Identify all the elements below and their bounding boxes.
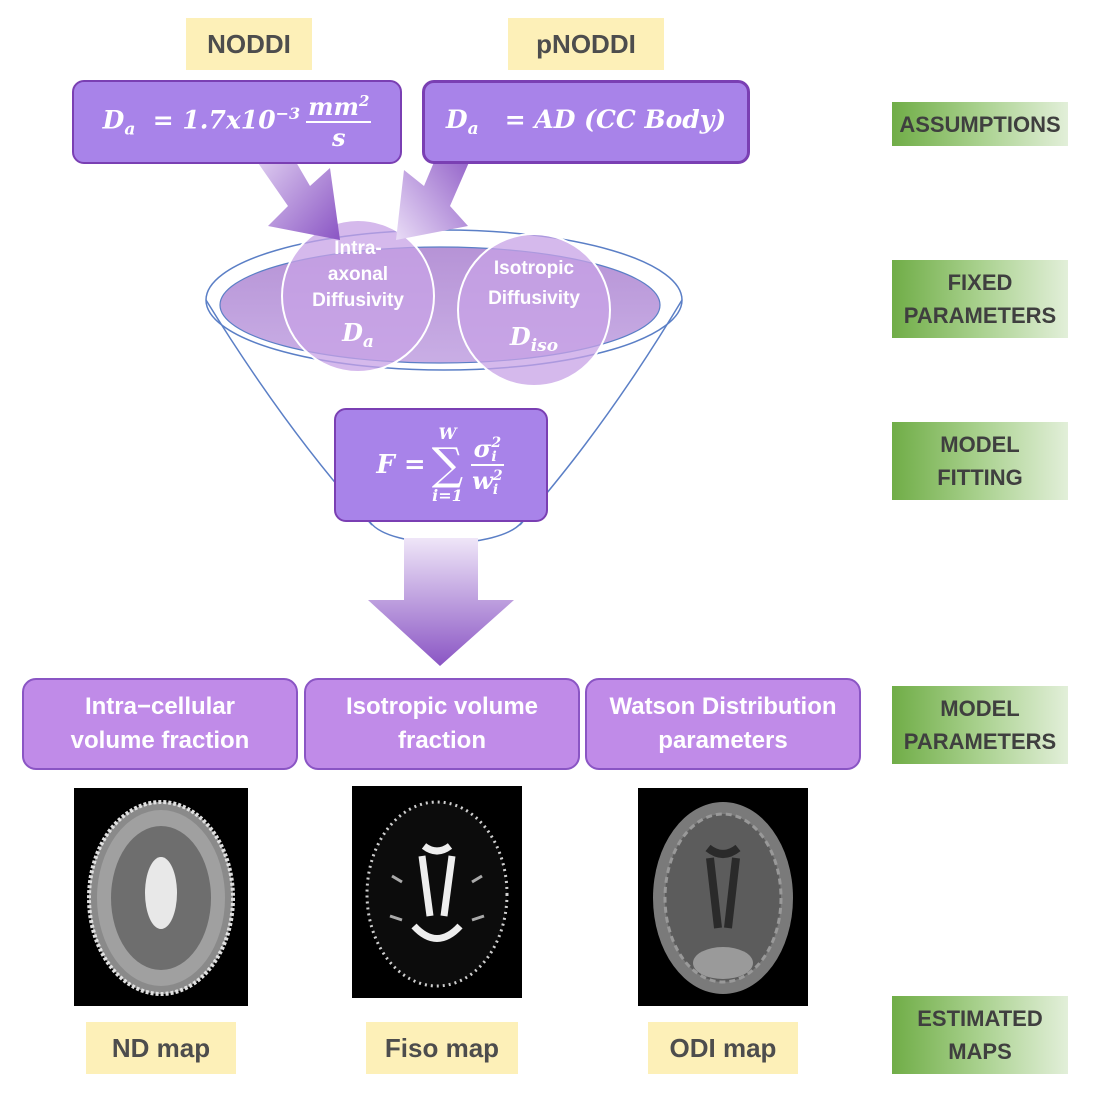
eq-da-symbol: D xyxy=(102,105,125,135)
nd-map-image xyxy=(74,788,248,1006)
param-box-watson: Watson Distribution parameters xyxy=(585,678,861,770)
fitting-den-sub: i xyxy=(492,481,499,498)
param-isotropic-line2: fraction xyxy=(397,727,486,754)
map-label-fiso-text: Fiso map xyxy=(384,1032,500,1063)
stage-maps-line1: ESTIMATED xyxy=(917,1006,1043,1031)
map-label-nd: ND map xyxy=(86,1022,236,1074)
fixed-iso-line1: Isotropic xyxy=(493,258,575,279)
eq-value: = 1.7x10 xyxy=(152,105,276,135)
stage-params-line1: MODEL xyxy=(940,696,1020,721)
fixed-iso-symbol: Diso xyxy=(464,322,604,361)
brain-icon xyxy=(87,800,235,996)
model-label-pnoddi: pNODDI xyxy=(508,18,664,70)
arrow-down xyxy=(368,538,514,666)
eq-units-mm: mm xyxy=(308,92,359,121)
fixed-intra-line2: axonal xyxy=(327,264,389,285)
fixed-intra-sym-d: D xyxy=(342,318,363,347)
stage-params-line2: PARAMETERS xyxy=(903,729,1057,754)
model-label-noddi: NODDI xyxy=(186,18,312,70)
circle-intra-axonal xyxy=(281,219,435,373)
fixed-intra-symbol: Da xyxy=(288,320,428,355)
map-label-odi-text: ODI map xyxy=(669,1032,777,1063)
brain-icon xyxy=(365,800,509,988)
fixed-iso-line2: Diffusivity xyxy=(488,288,580,309)
param-watson-line2: parameters xyxy=(658,727,788,754)
stage-label-model-fitting: MODEL FITTING xyxy=(892,422,1068,500)
assumption-pnoddi-box: Da = AD (CC Body) xyxy=(422,80,750,164)
circle-isotropic xyxy=(457,233,611,387)
param-box-isotropic: Isotropic volume fraction xyxy=(304,678,580,770)
stage-label-estimated-maps: ESTIMATED MAPS xyxy=(892,996,1068,1074)
fixed-intra-sym-sub: a xyxy=(362,331,374,352)
stage-fixed-line2: PARAMETERS xyxy=(903,303,1057,328)
fitting-lhs: F = xyxy=(376,450,426,480)
stage-label-fixed-parameters: FIXED PARAMETERS xyxy=(892,260,1068,338)
stage-label-assumptions: ASSUMPTIONS xyxy=(892,102,1068,146)
param-watson-line1: Watson Distribution xyxy=(609,693,837,720)
eq-units-fraction: mm2 s xyxy=(306,92,372,152)
assumption-pnoddi-equation: Da = AD (CC Body) xyxy=(446,105,726,139)
fixed-iso-sym-sub: iso xyxy=(530,335,559,356)
stage-label-model-parameters: MODEL PARAMETERS xyxy=(892,686,1068,764)
sigma-icon: ∑ xyxy=(431,439,464,490)
stage-maps-line2: MAPS xyxy=(948,1039,1012,1064)
eq2-da-subscript: a xyxy=(467,119,479,139)
fitting-sigma: σ xyxy=(473,433,492,463)
stage-assumptions-line1: ASSUMPTIONS xyxy=(899,111,1061,137)
param-box-intracellular: Intra−cellular volume fraction xyxy=(22,678,298,770)
eq2-rest: = AD (CC Body) xyxy=(504,105,727,134)
model-label-noddi-text: NODDI xyxy=(207,28,291,59)
map-label-fiso: Fiso map xyxy=(366,1022,518,1074)
model-label-pnoddi-text: pNODDI xyxy=(536,28,636,59)
fitting-sum-bottom: i=1 xyxy=(432,486,463,505)
odi-map-image xyxy=(638,788,808,1006)
fiso-map-image xyxy=(352,786,522,998)
eq-units-denominator: s xyxy=(332,123,346,152)
brain-icon xyxy=(653,802,793,994)
assumption-noddi-equation: Da = 1.7x10−3 xyxy=(103,104,301,139)
fitting-sum-top: W xyxy=(438,424,457,443)
stage-fixed-line1: FIXED xyxy=(947,270,1013,295)
param-intracellular-line1: Intra−cellular xyxy=(84,693,236,720)
fitting-num-sub: i xyxy=(491,449,497,465)
map-label-odi: ODI map xyxy=(648,1022,798,1074)
param-isotropic-line1: Isotropic volume xyxy=(345,693,539,720)
assumption-noddi-box: Da = 1.7x10−3 mm2 s xyxy=(72,80,402,164)
fixed-intra-line1: Intra- xyxy=(334,238,382,259)
eq-da-subscript: a xyxy=(124,119,136,140)
eq-units-numerator: mm2 xyxy=(306,92,372,123)
fixed-intra-line3: Diffusivity xyxy=(312,290,404,311)
fitting-sum: W ∑ i=1 xyxy=(432,425,463,505)
eq-units-mm-exp: 2 xyxy=(358,92,370,110)
fixed-iso-sym-d: D xyxy=(509,322,531,351)
fitting-w: w xyxy=(472,466,493,495)
fitting-num-sup: 2 xyxy=(491,435,502,451)
stage-fitting-line1: MODEL xyxy=(940,432,1020,457)
fitting-den-sup: 2 xyxy=(492,467,503,484)
stage-fitting-line2: FITTING xyxy=(937,465,1023,490)
fixed-isotropic-label: Isotropic Diffusivity Diso xyxy=(464,254,604,361)
eq-exponent: −3 xyxy=(275,104,301,124)
eq2-da-symbol: D xyxy=(445,105,468,134)
param-intracellular-line2: volume fraction xyxy=(70,727,250,754)
fixed-intra-axonal-label: Intra- axonal Diffusivity Da xyxy=(288,236,428,355)
map-label-nd-text: ND map xyxy=(111,1032,211,1063)
